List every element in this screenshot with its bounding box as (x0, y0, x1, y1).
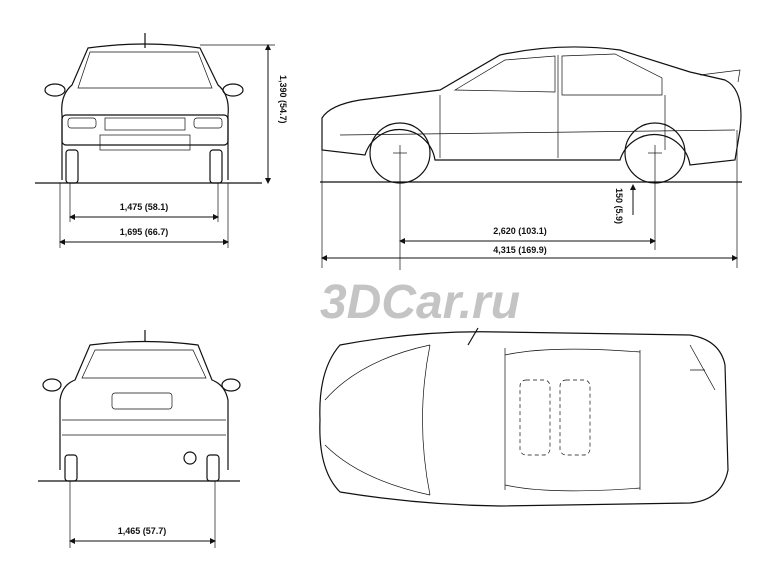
rear-track-dimension: 1,465 (57.7) (118, 526, 167, 536)
front-view: 1,390 (54.7) 1,475 (58.1) 1,695 (66.7) (35, 33, 288, 248)
watermark: 3DCar.ru (320, 276, 520, 329)
top-view (319, 327, 729, 507)
overall-width-dimension: 1,695 (66.7) (120, 227, 169, 237)
ground-clearance-dimension: 150 (5.9) (614, 188, 624, 224)
wheelbase-dimension: 2,620 (103.1) (493, 226, 547, 236)
height-dimension: 1,390 (54.7) (278, 75, 288, 124)
front-track-dimension: 1,475 (58.1) (120, 202, 169, 212)
overall-length-dimension: 4,315 (169.9) (493, 245, 547, 255)
rear-view: 1,465 (57.7) (38, 330, 241, 548)
side-view: 150 (5.9) 2,620 (103.1) 4,315 (169.9) (320, 46, 742, 270)
